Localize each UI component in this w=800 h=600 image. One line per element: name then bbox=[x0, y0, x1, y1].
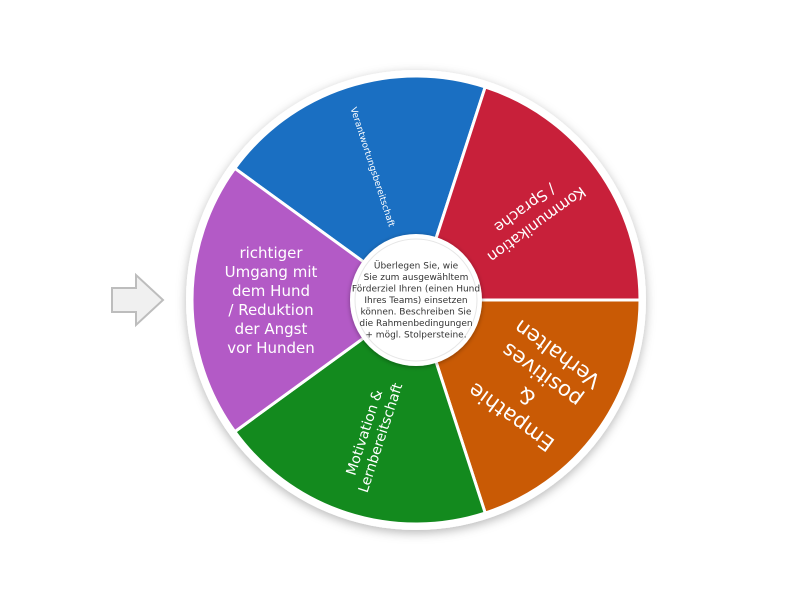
wheel-center-hub-ring bbox=[354, 238, 478, 362]
wheel-segment-label-line: Umgang mit bbox=[225, 263, 318, 281]
center-prompt-line: Förderziel Ihren (einen Hund bbox=[352, 285, 480, 295]
wheel-segment-2[interactable] bbox=[413, 85, 642, 302]
center-prompt-line: Ihres Teams) einsetzen bbox=[364, 296, 467, 306]
center-prompt-line: Überlegen Sie, wie bbox=[374, 261, 459, 272]
center-prompt-line: können. Beschreiben Sie bbox=[361, 308, 472, 318]
wheel-segments bbox=[190, 74, 642, 526]
wheel-segment-5[interactable] bbox=[190, 166, 419, 434]
center-prompt-line: Sie zum ausgewähltem bbox=[364, 273, 469, 283]
wheel-segment-label-line: vor Hunden bbox=[227, 339, 315, 357]
arrow-right-icon bbox=[111, 272, 165, 328]
wheel-segment-label-line: der Angst bbox=[235, 320, 308, 338]
wheel-segment-label-line: richtiger bbox=[239, 244, 303, 262]
wheel-center-hub[interactable] bbox=[350, 234, 482, 366]
pointer-arrow bbox=[111, 272, 165, 328]
center-prompt-line: + mögl. Stolpersteine. bbox=[365, 331, 466, 341]
center-prompt-line: die Rahmenbedingungen bbox=[359, 319, 472, 329]
wheel-segment-3[interactable] bbox=[413, 298, 642, 515]
wheel-segment-label-line: dem Hund bbox=[232, 282, 310, 300]
wheel-segment-label-line: / Reduktion bbox=[228, 301, 313, 319]
